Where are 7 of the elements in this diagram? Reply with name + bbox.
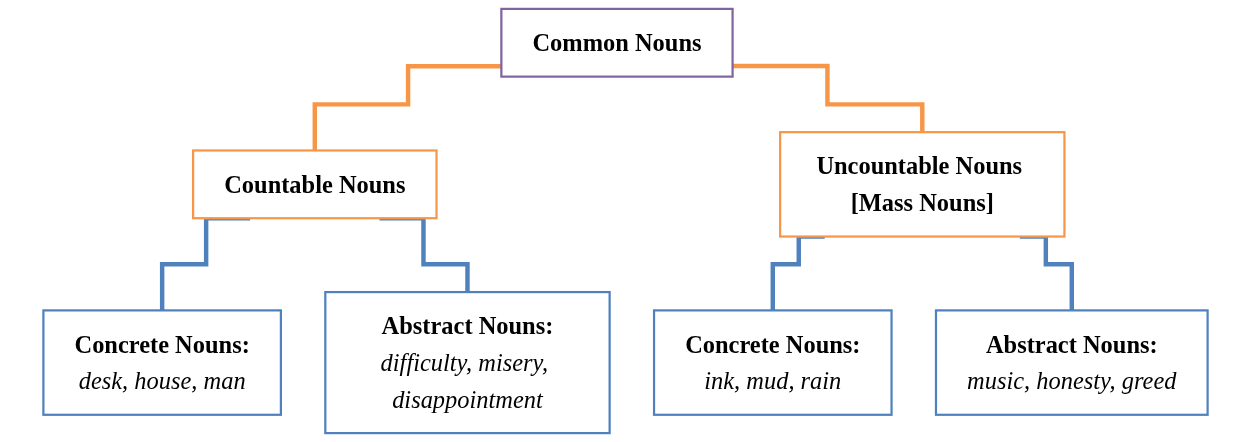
node-box: Abstract Nouns: music, honesty, greed [934,309,1209,416]
node-box: Countable Nouns [191,149,438,220]
node-box: Concrete Nouns: ink, mud, rain [652,309,893,416]
node-box: Common Nouns [500,7,734,78]
node-box: Uncountable Nouns [Mass Nouns] [779,131,1066,238]
node-box: Concrete Nouns: desk, house, man [42,309,282,416]
node-box: Abstract Nouns: difficulty, misery, disappointment [324,290,611,435]
